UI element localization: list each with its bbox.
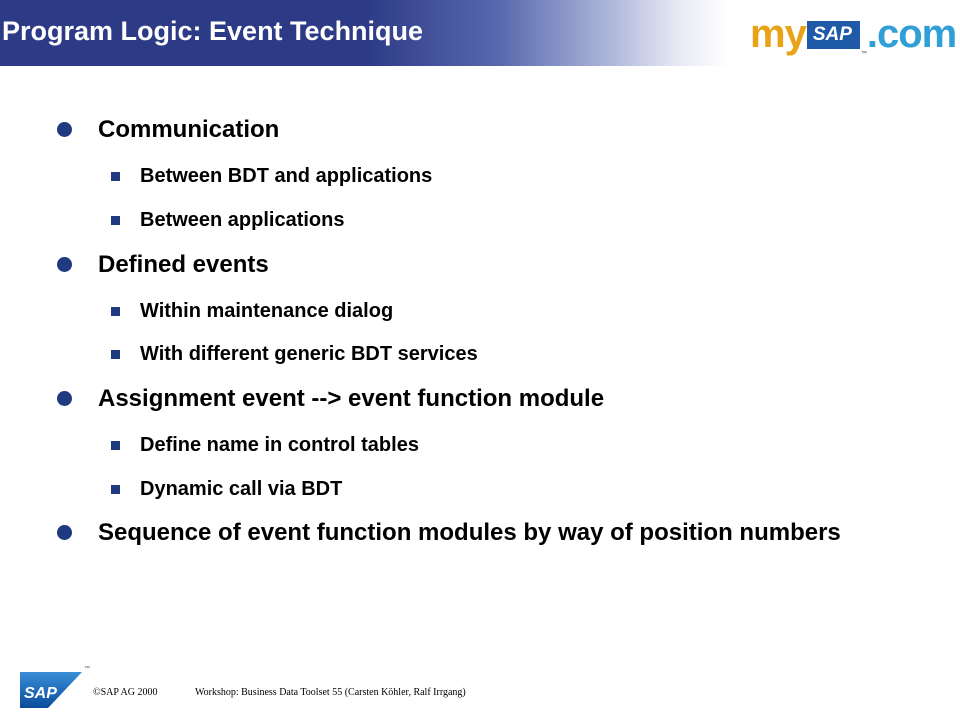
bullet-item: Defined events: [57, 250, 269, 280]
bullet-item: Sequence of event function modules by wa…: [57, 518, 858, 548]
logo-trademark: ™: [860, 51, 867, 57]
square-bullet-icon: [111, 485, 120, 494]
sub-bullet-text: With different generic BDT services: [140, 343, 478, 365]
sap-footer-logo: SAP: [20, 672, 82, 708]
round-bullet-icon: [57, 257, 72, 272]
footer-text: Workshop: Business Data Toolset 55 (Cars…: [195, 687, 466, 698]
sub-bullet-item: Dynamic call via BDT: [111, 477, 343, 501]
footer-logo-text: SAP: [24, 685, 57, 702]
sub-bullet-item: Between applications: [111, 208, 345, 232]
logo-my-text: my: [750, 12, 807, 56]
bullet-text: Sequence of event function modules by wa…: [98, 519, 841, 546]
copyright-label: SAP AG 2000: [100, 687, 158, 698]
square-bullet-icon: [111, 216, 120, 225]
round-bullet-icon: [57, 525, 72, 540]
square-bullet-icon: [111, 350, 120, 359]
round-bullet-icon: [57, 122, 72, 137]
sub-bullet-item: Between BDT and applications: [111, 164, 433, 188]
bullet-item: Assignment event --> event function modu…: [57, 384, 605, 414]
sub-bullet-text: Define name in control tables: [140, 434, 419, 456]
bullet-text: Assignment event --> event function modu…: [98, 385, 605, 412]
square-bullet-icon: [111, 172, 120, 181]
bullet-text: Communication: [98, 116, 280, 143]
bullet-item: Communication: [57, 115, 280, 145]
copyright-icon: ©: [93, 687, 101, 698]
sub-bullet-item: Within maintenance dialog: [111, 299, 394, 323]
square-bullet-icon: [111, 441, 120, 450]
sub-bullet-text: Between applications: [140, 209, 345, 231]
sub-bullet-text: Between BDT and applications: [140, 165, 433, 187]
slide-title: Program Logic: Event Technique: [2, 16, 424, 46]
sub-bullet-item: With different generic BDT services: [111, 342, 478, 366]
sub-bullet-text: Within maintenance dialog: [140, 300, 394, 322]
copyright-text: ©SAP AG 2000: [93, 687, 157, 698]
sub-bullet-item: Define name in control tables: [111, 433, 419, 457]
sub-bullet-text: Dynamic call via BDT: [140, 478, 343, 500]
logo-com-text: .com: [866, 12, 957, 56]
bullet-text: Defined events: [98, 251, 269, 278]
square-bullet-icon: [111, 307, 120, 316]
footer-trademark: ™: [84, 666, 90, 672]
logo-sap-box: SAP: [806, 20, 860, 49]
round-bullet-icon: [57, 391, 72, 406]
